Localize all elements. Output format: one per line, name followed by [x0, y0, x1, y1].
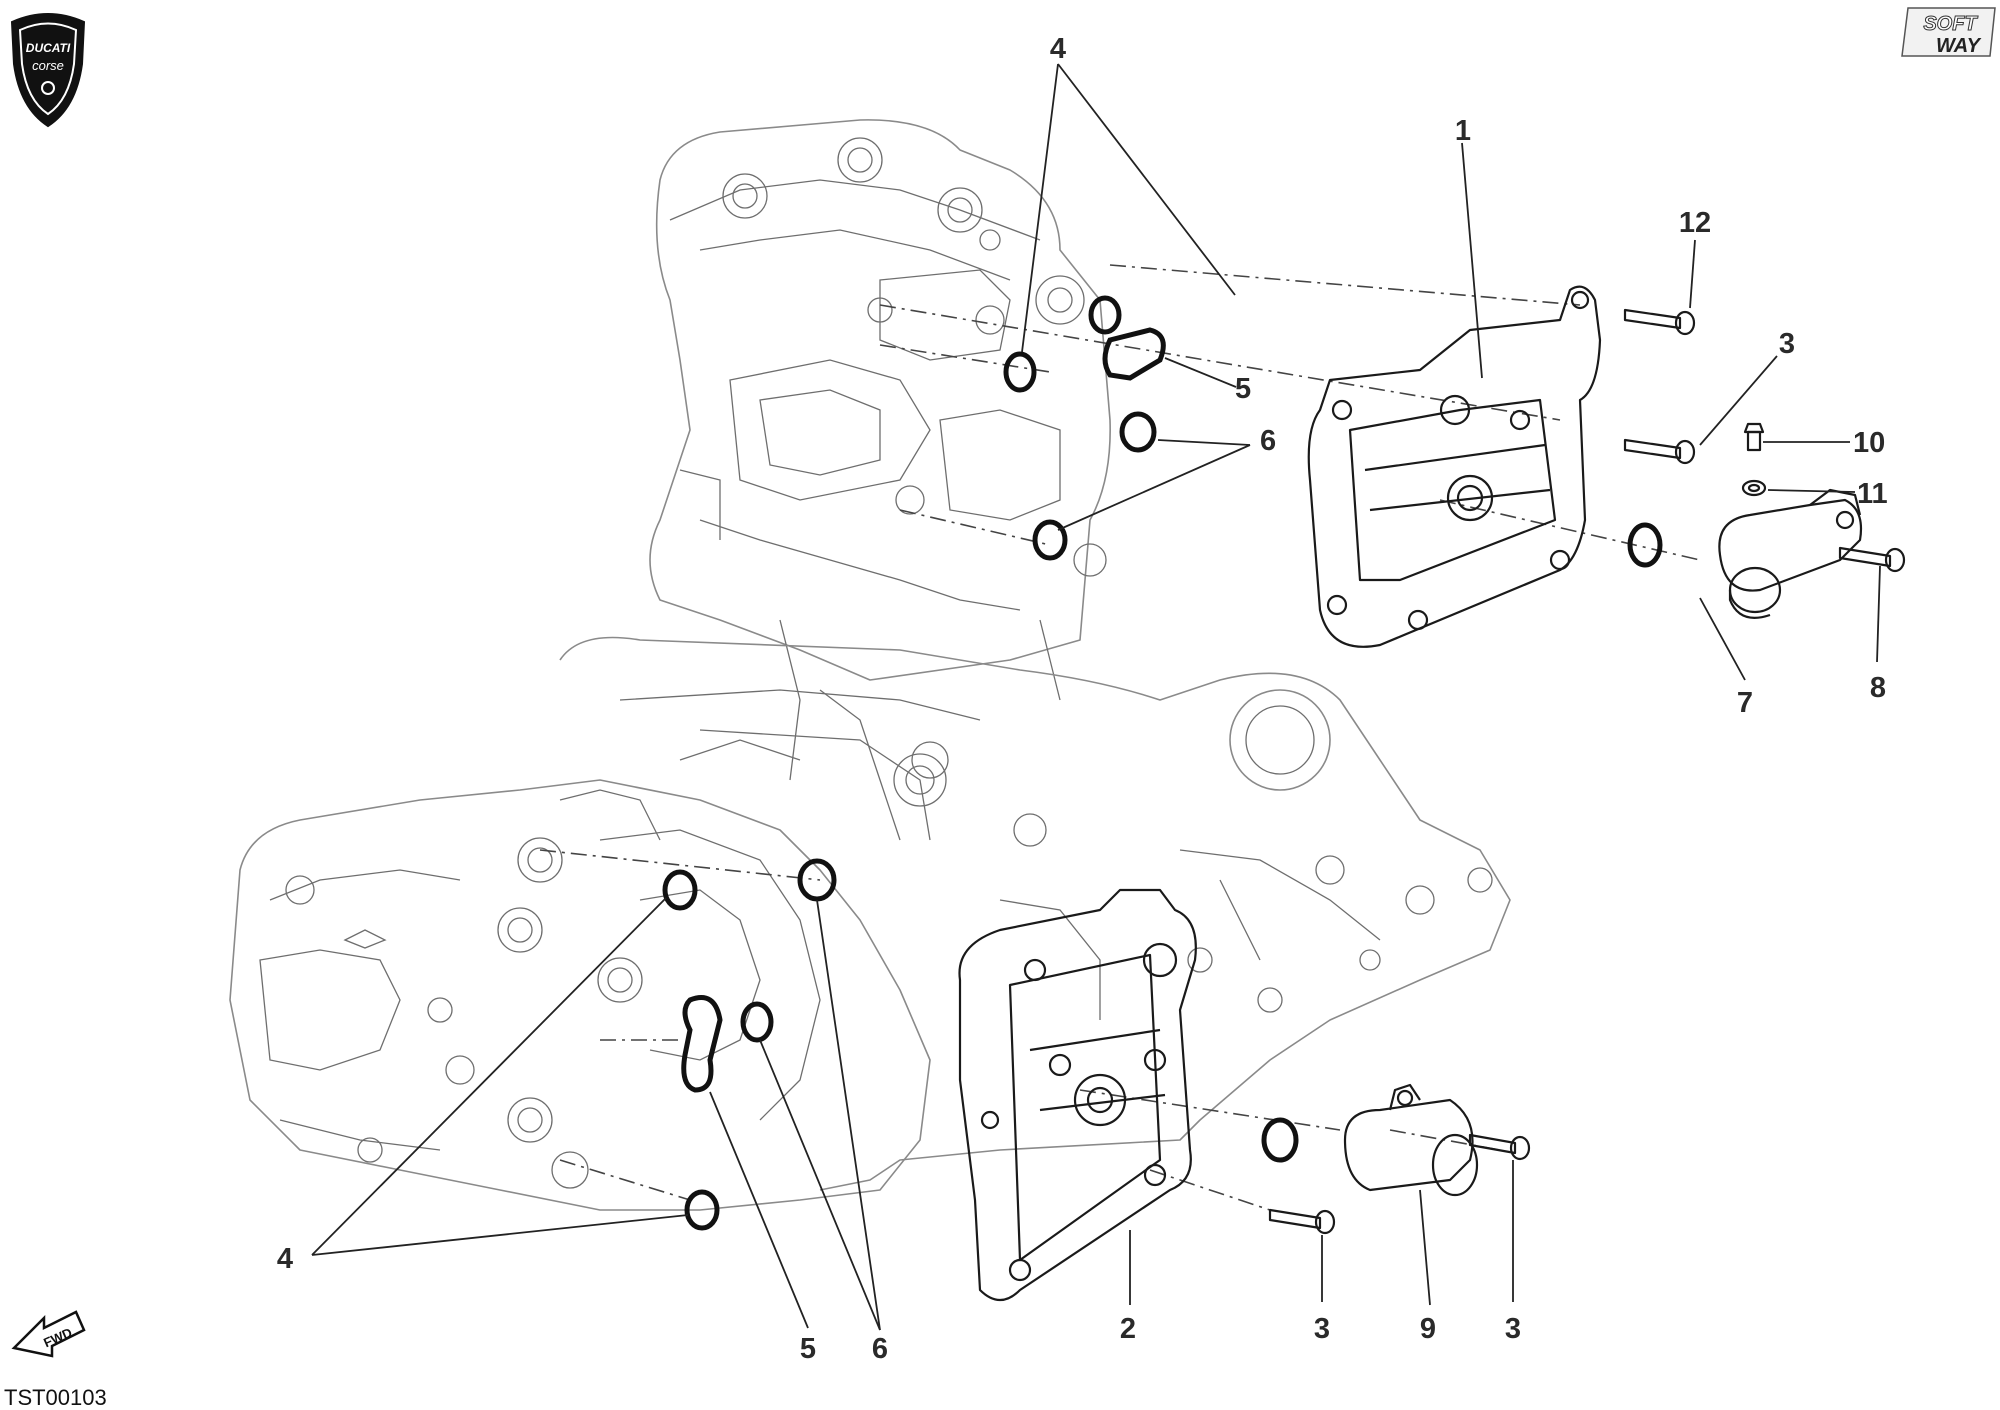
seal-4-upper-left	[1003, 351, 1037, 393]
svg-text:corse: corse	[32, 58, 64, 73]
callout-3-lower-left: 3	[1314, 1313, 1330, 1345]
screw-3-upper	[1623, 438, 1696, 465]
seal-upper-outlet	[1627, 522, 1663, 568]
seal-4-lower-a	[662, 869, 698, 911]
callout-12: 12	[1679, 207, 1711, 239]
callout-7: 7	[1737, 687, 1753, 719]
seal-4-lower-b	[797, 858, 837, 902]
callout-10: 10	[1853, 427, 1885, 459]
screws	[1268, 308, 1906, 1235]
drawing-code: TST00103	[4, 1385, 107, 1410]
callout-2: 2	[1120, 1313, 1136, 1345]
screw-12	[1623, 308, 1696, 336]
callout-1: 1	[1455, 115, 1471, 147]
seal-6-upper-b	[1032, 519, 1068, 561]
svg-text:DUCATI: DUCATI	[26, 41, 71, 55]
bleed-screw-10	[1743, 422, 1765, 452]
ducati-corse-logo: DUCATI corse	[10, 13, 86, 128]
callout-4-top: 4	[1050, 33, 1066, 65]
part-1-cover-plate-upper	[1307, 285, 1602, 648]
screw-3-lower-right	[1468, 1133, 1531, 1161]
callout-11: 11	[1857, 478, 1888, 510]
seals	[662, 295, 1663, 1231]
svg-text:WAY: WAY	[1936, 35, 1982, 57]
seal-5-upper	[1102, 327, 1166, 381]
seal-6-lower	[740, 1001, 774, 1043]
forward-direction-arrow: FWD	[11, 1310, 86, 1358]
svg-text:SOFT: SOFT	[1923, 13, 1978, 35]
part-9-union-fitting	[1343, 1083, 1479, 1197]
callout-5-lower: 5	[800, 1333, 816, 1365]
callout-9: 9	[1420, 1313, 1436, 1345]
seal-6-upper-a	[1119, 411, 1157, 453]
callout-3-lower-right: 3	[1505, 1313, 1521, 1345]
washer-11	[1741, 479, 1767, 497]
assembly-axes	[539, 264, 1701, 1211]
leader-lines	[311, 63, 1881, 1331]
screw-8	[1838, 546, 1906, 573]
seal-4-lower-c	[684, 1189, 720, 1231]
callout-4-lower: 4	[277, 1243, 293, 1275]
engine-illustration	[229, 119, 1511, 1211]
seal-5-lower	[681, 995, 723, 1093]
part-2-cover-plate-lower	[958, 888, 1197, 1302]
callout-6-lower: 6	[872, 1333, 888, 1365]
callout-labels: 4 1 12 3 5 6 10 11 7 8 4 5 6 2 3 9 3	[277, 33, 1888, 1365]
seal-lower-outlet	[1261, 1117, 1299, 1163]
callout-8: 8	[1870, 672, 1886, 704]
seal-4-upper-right	[1088, 295, 1122, 335]
screw-3-lower-left	[1268, 1208, 1336, 1235]
callout-6-upper: 6	[1260, 425, 1276, 457]
callout-3-upper: 3	[1779, 328, 1795, 360]
callout-5-upper: 5	[1235, 373, 1251, 405]
softway-logo: SOFT WAY	[1901, 7, 1996, 57]
